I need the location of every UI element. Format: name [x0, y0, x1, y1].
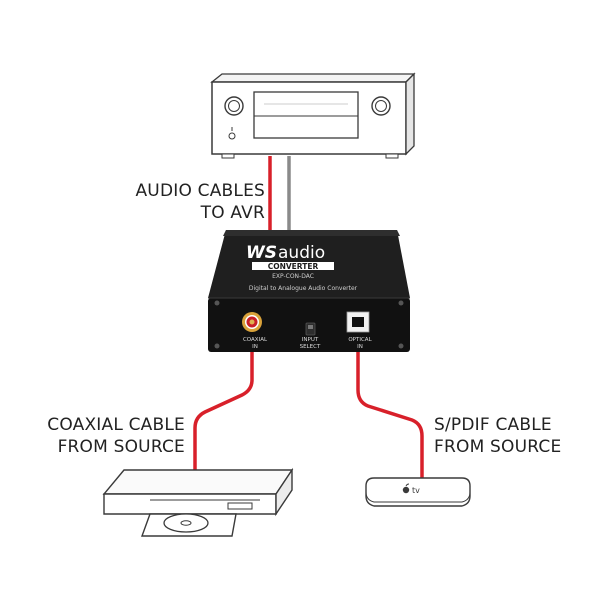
- spdif-cable-label: S/PDIF CABLE FROM SOURCE: [434, 415, 562, 457]
- coaxial-in-label-2: IN: [252, 344, 258, 350]
- device-subtitle: Digital to Analogue Audio Converter: [249, 285, 358, 292]
- knob-icon: [224, 96, 244, 116]
- coaxial-in-label: COAXIAL: [243, 337, 268, 343]
- input-select-switch: [305, 322, 316, 336]
- input-select-label: INPUT: [302, 337, 319, 343]
- optical-in-label: OPTICAL: [348, 337, 372, 343]
- knob-icon: [371, 96, 391, 116]
- power-icon: [228, 127, 236, 140]
- avr-receiver: [210, 72, 416, 159]
- apple-logo-icon: [402, 483, 410, 494]
- disc-icon: [163, 513, 209, 533]
- coaxial-jack: [242, 312, 262, 332]
- converter-device: WS audio CONVERTER EXP-CON-DAC Digital t…: [208, 230, 410, 352]
- apple-tv-source: tv: [365, 477, 471, 507]
- coaxial-cable: [193, 332, 254, 470]
- audio-cables-label: AUDIO CABLES TO AVR: [135, 181, 265, 223]
- audio-cables-to-avr: [268, 156, 291, 238]
- spdif-cable: [356, 332, 424, 478]
- coaxial-cable-label: COAXIAL CABLE FROM SOURCE: [47, 415, 185, 457]
- disc-player-source: [102, 467, 294, 537]
- optical-port: [346, 311, 370, 333]
- brand-ws: WS: [246, 243, 277, 263]
- brand-audio: audio: [278, 243, 325, 263]
- model-code: EXP-CON-DAC: [272, 273, 314, 280]
- optical-in-label-2: IN: [357, 344, 363, 350]
- model-name: CONVERTER: [268, 262, 319, 271]
- appletv-logo-text: tv: [412, 486, 420, 495]
- input-select-label-2: SELECT: [300, 344, 321, 350]
